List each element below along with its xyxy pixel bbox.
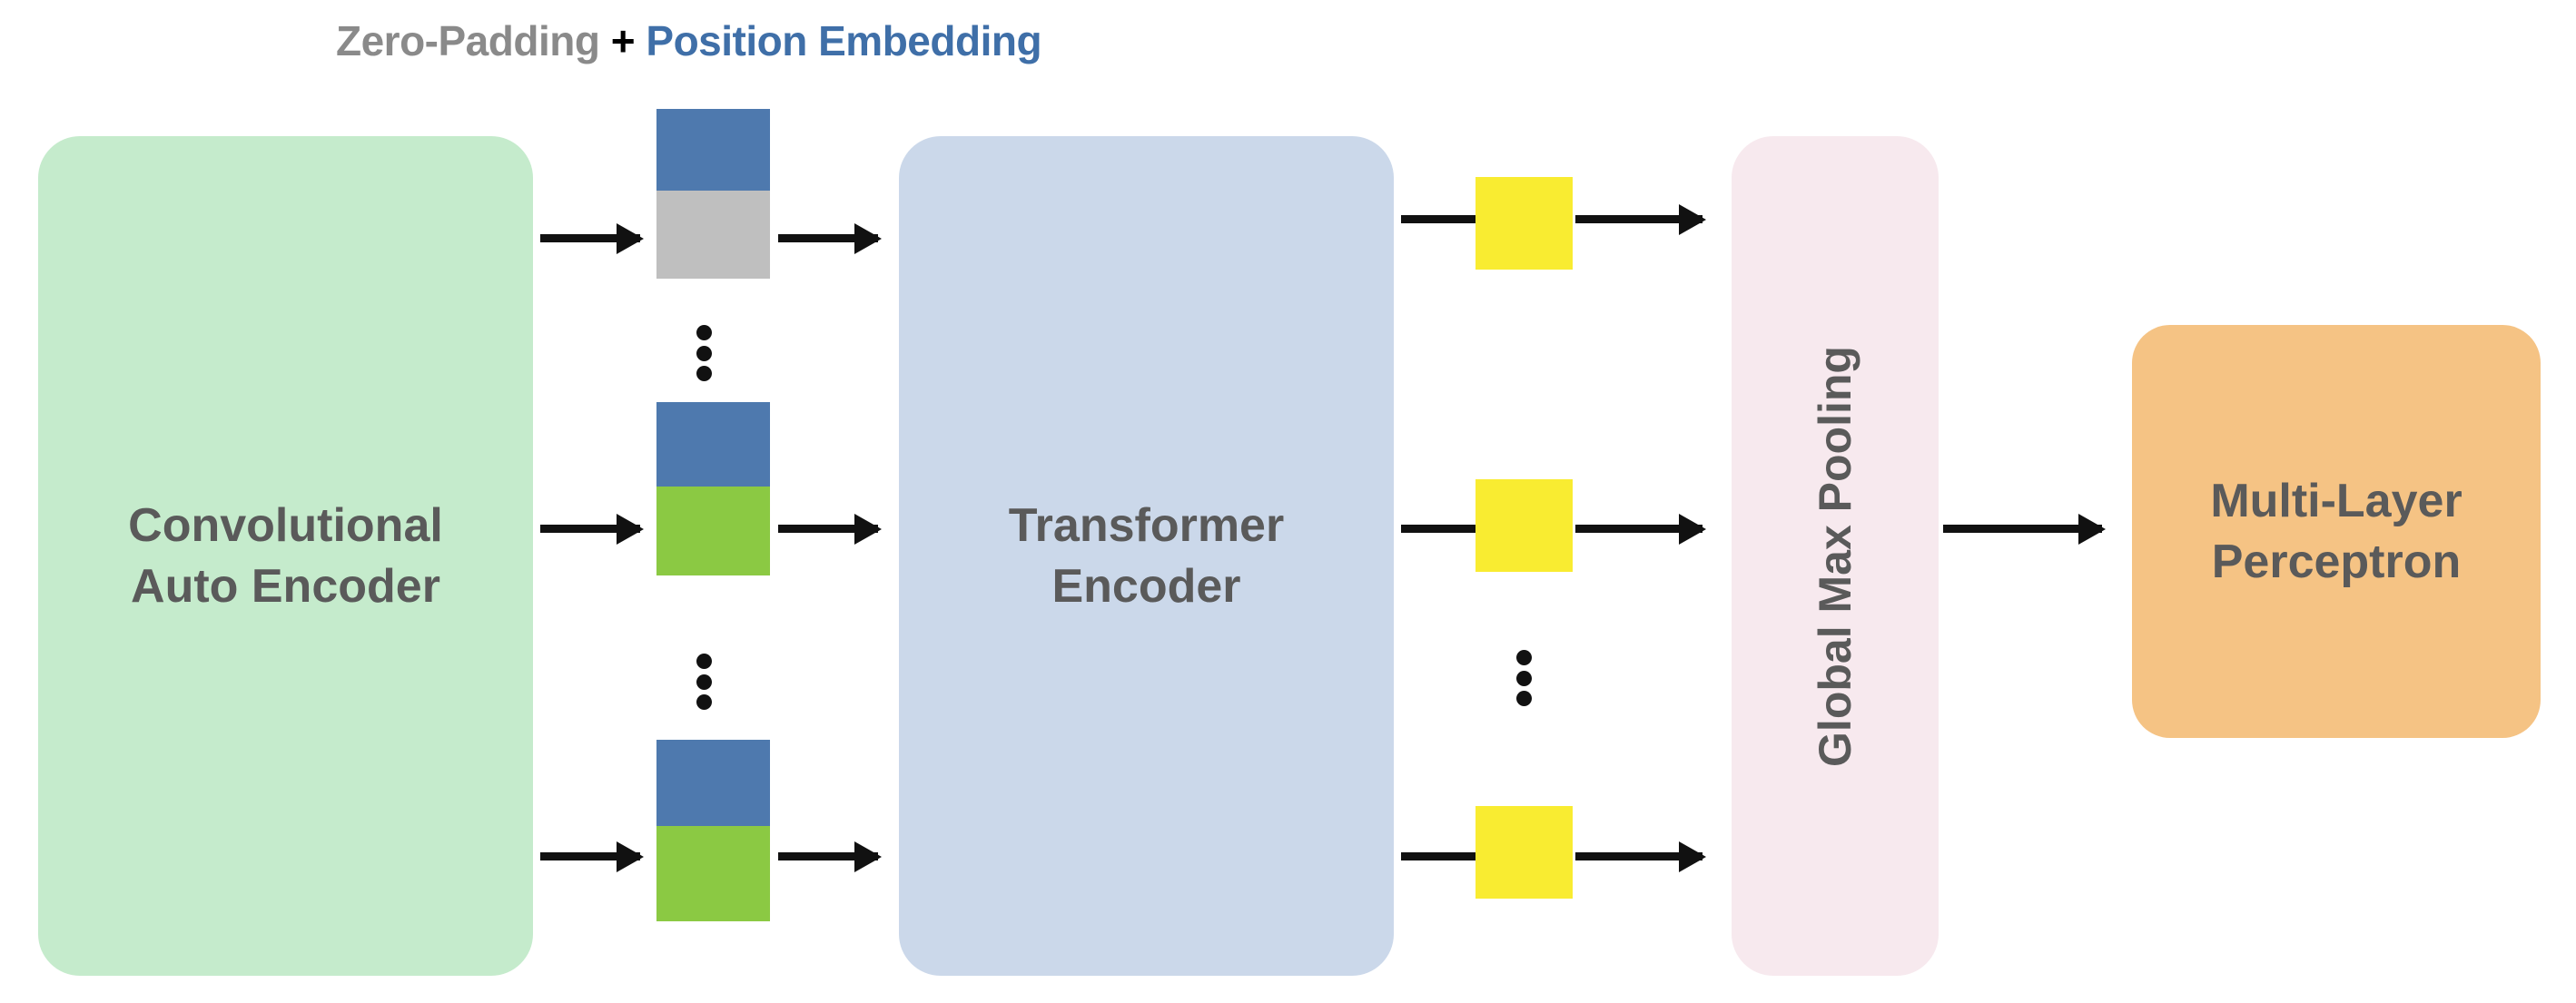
mlp-label-line1: Multi-Layer [2210,474,2462,527]
ellipsis-dot [1516,691,1532,706]
arrow-cae-to-token-3 [540,852,640,860]
token-ellipsis-2 [696,654,712,710]
global-max-pooling-label: Global Max Pooling [1810,345,1861,767]
mlp-label: Multi-Layer Perceptron [2210,471,2462,592]
ellipsis-dot [1516,650,1532,665]
token-stack-3[interactable] [656,740,770,921]
arrow-cae-to-token-1 [540,234,640,242]
mlp-label-line2: Perceptron [2211,535,2462,588]
ellipsis-dot [696,694,712,710]
diagram-title: Zero-Padding + Position Embedding [336,16,1042,65]
token-3-position-embedding-segment [656,740,770,826]
ellipsis-dot [696,654,712,669]
title-plus-operator: + [610,17,636,64]
arrow-attention-2-to-pooling [1575,525,1703,533]
title-spacer-2 [635,17,646,64]
stage-global-max-pooling[interactable]: Global Max Pooling [1732,136,1939,976]
arrow-transformer-to-attention-2 [1401,525,1501,533]
token-2-position-embedding-segment [656,402,770,487]
ellipsis-dot [696,325,712,340]
stage-multi-layer-perceptron[interactable]: Multi-Layer Perceptron [2132,325,2541,738]
arrow-pooling-to-mlp [1943,525,2102,533]
ellipsis-dot [696,345,712,361]
transformer-label-line2: Encoder [1051,559,1241,613]
token-1-position-embedding-segment [656,109,770,191]
arrow-token-1-to-transformer [778,234,878,242]
token-2-feature-segment [656,487,770,575]
token-1-zero-padding-segment [656,191,770,279]
transformer-label: Transformer Encoder [1009,496,1284,616]
arrow-token-2-to-transformer [778,525,878,533]
stage-transformer-encoder[interactable]: Transformer Encoder [899,136,1394,976]
token-3-feature-segment [656,826,770,921]
arrow-token-3-to-transformer [778,852,878,860]
cae-label-line2: Auto Encoder [131,559,440,613]
stage-convolutional-auto-encoder[interactable]: Convolutional Auto Encoder [38,136,533,976]
attention-block-1[interactable] [1476,177,1573,270]
arrow-attention-1-to-pooling [1575,215,1703,223]
token-stack-2[interactable] [656,402,770,575]
attention-ellipsis [1516,650,1532,706]
ellipsis-dot [696,366,712,381]
attention-block-3[interactable] [1476,806,1573,899]
cae-label-line1: Convolutional [128,498,443,552]
attention-block-2[interactable] [1476,479,1573,572]
ellipsis-dot [1516,670,1532,686]
arrow-attention-3-to-pooling [1575,852,1703,860]
arrow-transformer-to-attention-1 [1401,215,1501,223]
cae-label: Convolutional Auto Encoder [128,496,443,616]
arrow-transformer-to-attention-3 [1401,852,1501,860]
ellipsis-dot [696,674,712,690]
title-zero-padding: Zero-Padding [336,17,600,64]
transformer-label-line1: Transformer [1008,498,1285,552]
title-spacer [599,17,610,64]
arrow-cae-to-token-2 [540,525,640,533]
token-ellipsis-1 [696,325,712,381]
title-position-embedding: Position Embedding [646,17,1042,64]
token-stack-1[interactable] [656,109,770,279]
